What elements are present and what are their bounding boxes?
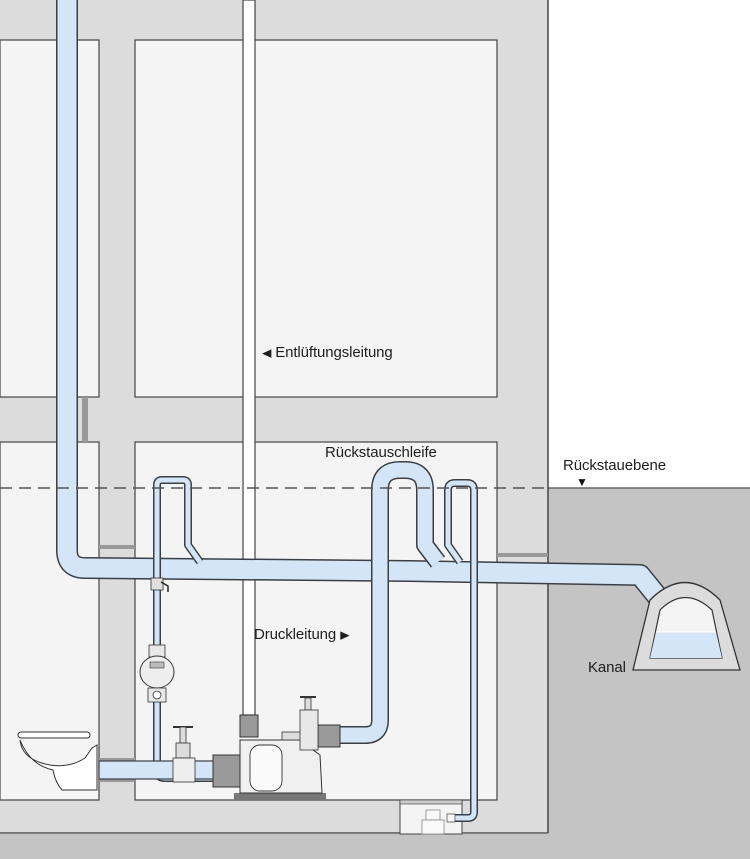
sewer-channel xyxy=(632,581,741,671)
sewer-water xyxy=(650,632,722,658)
label-sewer: Kanal xyxy=(588,659,626,676)
arrow-right-icon: ▶ xyxy=(340,628,350,642)
pipe-coupling xyxy=(239,714,259,738)
label-backflow-level: Rückstauebene xyxy=(563,457,666,474)
label-backflow-loop: Rückstauschleife xyxy=(325,444,437,461)
drain-pump-pipe-loop-fill xyxy=(445,480,477,821)
lifting-station-pump xyxy=(234,731,326,800)
wall-sleeve xyxy=(82,397,88,442)
ball-valve xyxy=(150,577,169,592)
pressure-pipe-text: Druckleitung xyxy=(254,626,337,643)
arrow-left-icon: ◀ xyxy=(262,346,272,360)
pipe-coupling xyxy=(317,724,341,748)
floor-drain-pump xyxy=(399,799,463,835)
label-vent-pipe: ◀ Entlüftungsleitung xyxy=(262,344,393,361)
room-upper-left xyxy=(0,39,100,398)
room-upper-right xyxy=(134,39,498,398)
wall-sleeve xyxy=(99,545,135,549)
non-return-valve xyxy=(299,696,319,751)
label-pressure-pipe: Druckleitung ▶ xyxy=(254,626,349,643)
ground-below-building xyxy=(0,834,548,859)
room-basement-left xyxy=(0,441,100,801)
backflow-loop-small-left-fill xyxy=(154,477,203,600)
hand-diaphragm-pump xyxy=(139,644,175,703)
wall-hung-toilet xyxy=(17,731,98,791)
wall-sleeve xyxy=(497,553,548,557)
collector-pipe-fill xyxy=(57,0,678,618)
wall-sleeve xyxy=(99,778,135,782)
ground-soil xyxy=(548,488,750,859)
vent-pipe xyxy=(242,0,256,716)
gate-valve xyxy=(172,726,196,783)
backflow-level-arrow: ▼ xyxy=(576,475,588,489)
vent-pipe-text: Entlüftungsleitung xyxy=(275,344,393,361)
pipe-coupling xyxy=(212,754,242,788)
pressure-pipe-loop-fill xyxy=(340,462,444,743)
wall-sleeve xyxy=(99,758,135,762)
